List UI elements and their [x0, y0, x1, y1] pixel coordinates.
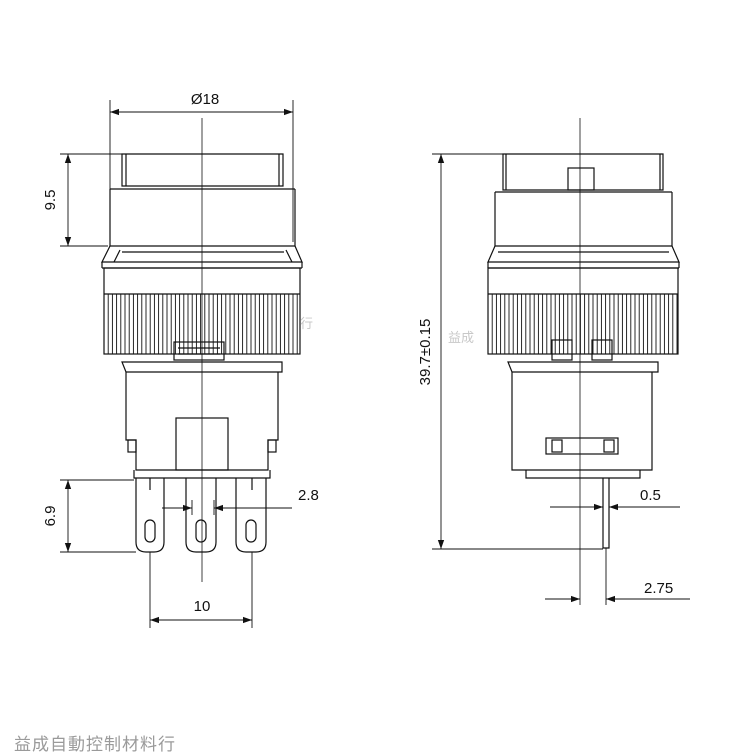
cap-body [109, 189, 296, 247]
terminals [135, 478, 267, 553]
dim-terminal-pitch: 10 [194, 598, 211, 615]
side-tab [567, 167, 595, 191]
cap-top [121, 153, 284, 187]
dim-diameter: Ø18 [191, 91, 219, 108]
side-cap-body [494, 192, 673, 247]
footer-company: 益成自動控制材料行 [14, 735, 176, 755]
side-cap-top [502, 153, 664, 191]
dim-cap-height: 9.5 [42, 190, 59, 211]
dim-terminal-length: 6.9 [42, 506, 59, 527]
dim-terminal-thickness: 0.5 [640, 487, 661, 504]
side-knurled-collar [487, 267, 679, 355]
watermark-left: 行 [300, 317, 313, 332]
side-view [487, 153, 680, 549]
dim-terminal-offset: 2.75 [644, 580, 673, 597]
side-terminal [602, 478, 610, 549]
keyway [173, 341, 225, 361]
dimension-lines [60, 100, 690, 628]
housing [121, 361, 283, 373]
side-housing [507, 361, 659, 373]
dim-terminal-width: 2.8 [298, 487, 319, 504]
watermark-right: 益成 [448, 331, 474, 346]
dim-overall-height: 39.7±0.15 [417, 319, 434, 386]
